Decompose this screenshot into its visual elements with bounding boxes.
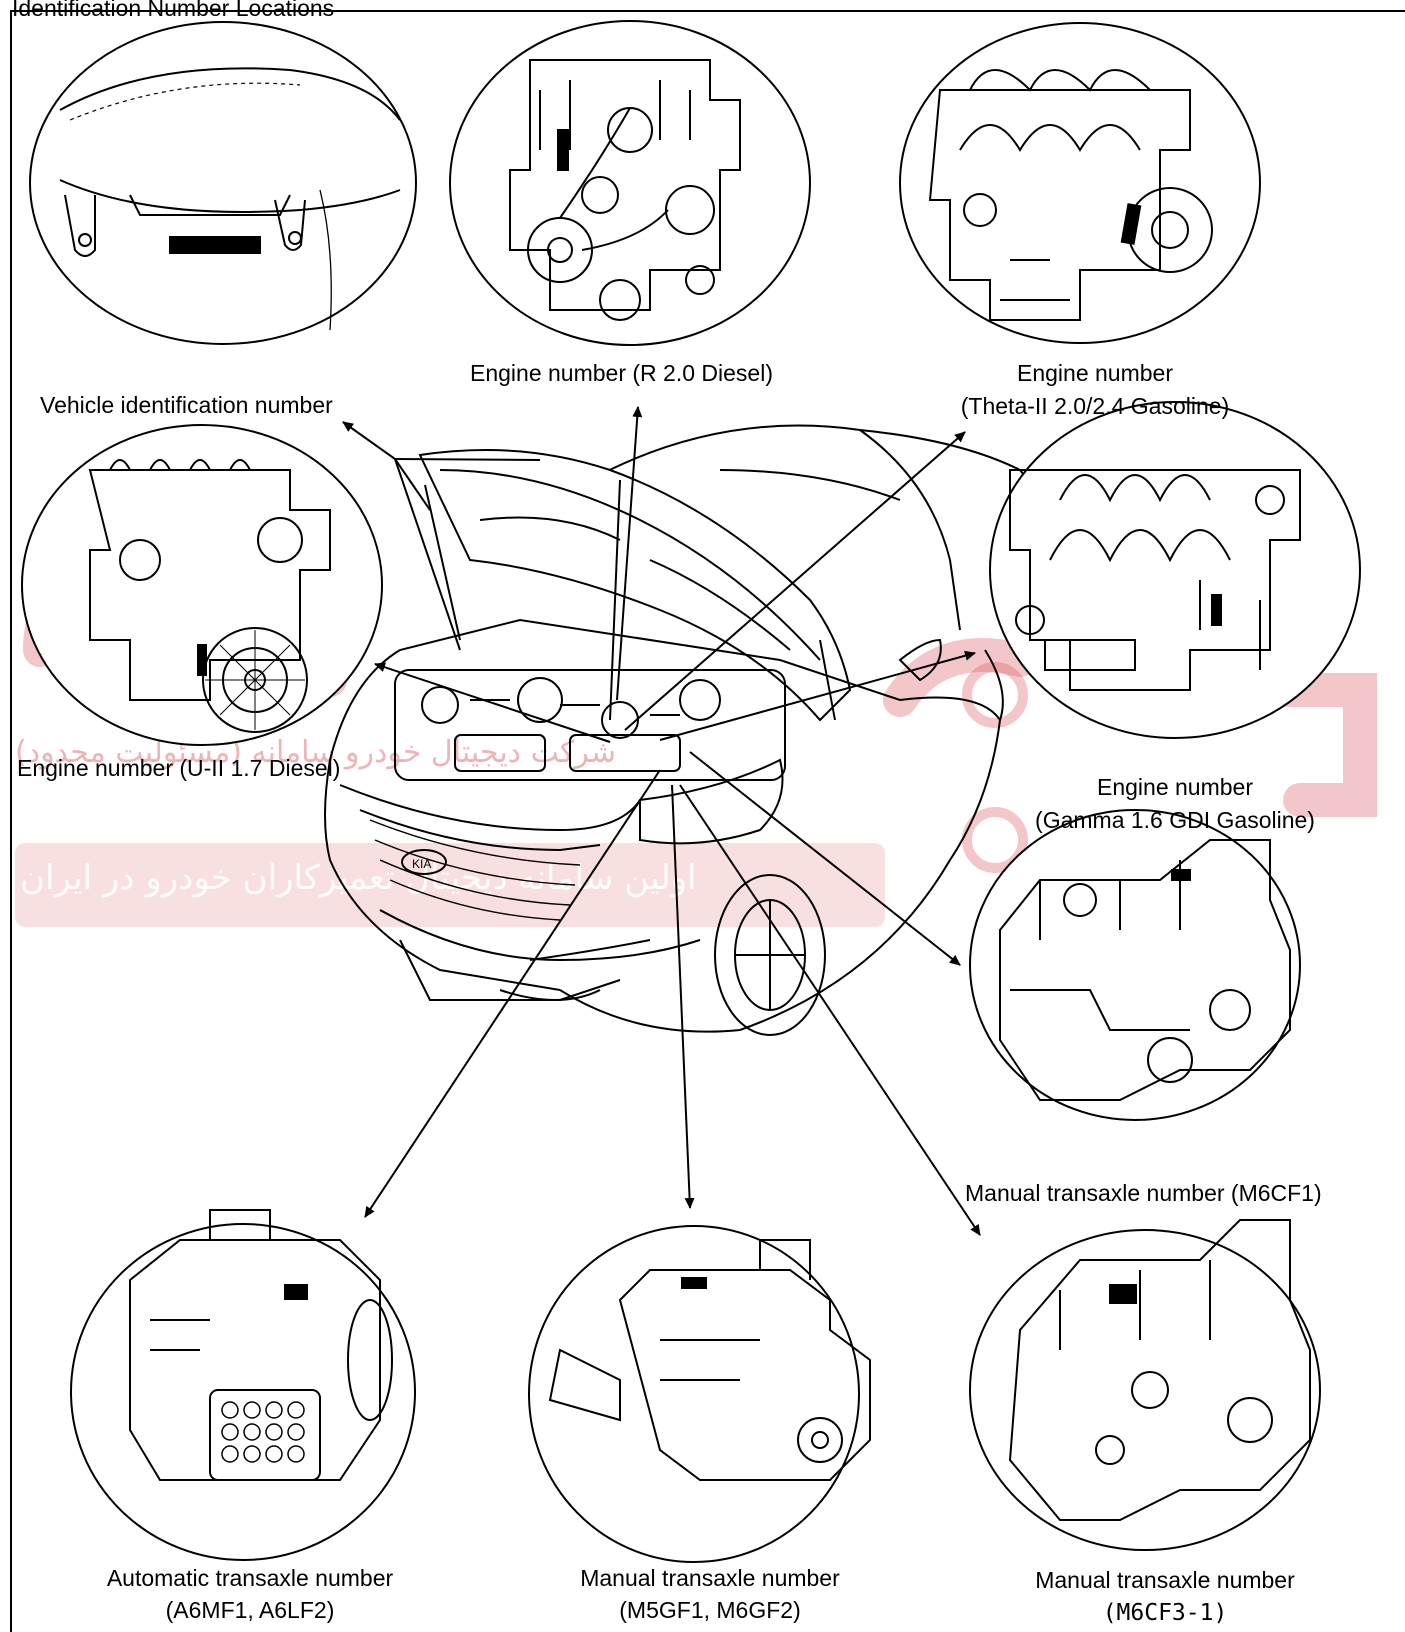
label-automatic-transaxle-line1: Automatic transaxle number: [106, 1565, 394, 1591]
label-manual-transaxle-m5gf1-line1: Manual transaxle number: [580, 1565, 840, 1591]
label-engine-theta-line2: (Theta-II 2.0/2.4 Gasoline): [960, 393, 1230, 419]
header-title-fragment: Identification Number Locations: [12, 0, 335, 21]
label-automatic-transaxle-line2: (A6MF1, A6LF2): [165, 1597, 335, 1623]
transaxle-a6mf1-callout: [70, 1209, 416, 1561]
label-engine-u2-diesel: Engine number (U-II 1.7 Diesel): [17, 755, 341, 781]
engine-gamma-gdi-callout: [989, 401, 1361, 739]
label-manual-transaxle-m6cf3-line2: (M6CF3-1): [1102, 1600, 1228, 1626]
label-manual-transaxle-m6cf3-line1: Manual transaxle number: [1035, 1567, 1295, 1593]
watermark-banner-text: اولین سامانه دیجیتال تعمیرکاران خودرو در…: [20, 858, 697, 898]
label-vehicle-identification-number: Vehicle identification number: [40, 392, 333, 418]
label-engine-theta-line1: Engine number: [1017, 360, 1173, 386]
engine-theta2-callout: [899, 22, 1261, 344]
car-hood-open-illustration: KIA: [324, 424, 1061, 1036]
vin-detail-callout: [29, 21, 417, 345]
label-manual-transaxle-m5gf1-line2: (M5GF1, M6GF2): [619, 1597, 801, 1623]
label-engine-gamma-line2: (Gamma 1.6 GDI Gasoline): [1035, 807, 1315, 833]
engine-u2-diesel-callout: [21, 424, 383, 746]
watermark-ring-icons: [962, 662, 1028, 873]
diagram-frame: Identification Number Locations: [10, 0, 1405, 1632]
watermark-subtitle: شرکت دیجیتال خودرو سامانه (مسئولیت محدود…: [15, 735, 616, 770]
svg-text:KIA: KIA: [412, 857, 431, 871]
transaxle-m5gf1-callout: [528, 1225, 871, 1563]
label-manual-transaxle-m6cf1: Manual transaxle number (M6CF1): [965, 1180, 1322, 1206]
callout-arrows: [342, 406, 981, 1236]
label-engine-gamma-line1: Engine number: [1097, 774, 1253, 800]
engine-r20-diesel-callout: [449, 20, 811, 346]
transaxle-m6cf1-callout: [969, 809, 1301, 1121]
label-engine-r20-diesel: Engine number (R 2.0 Diesel): [470, 360, 773, 386]
transaxle-m6cf3-callout: [969, 1219, 1321, 1551]
